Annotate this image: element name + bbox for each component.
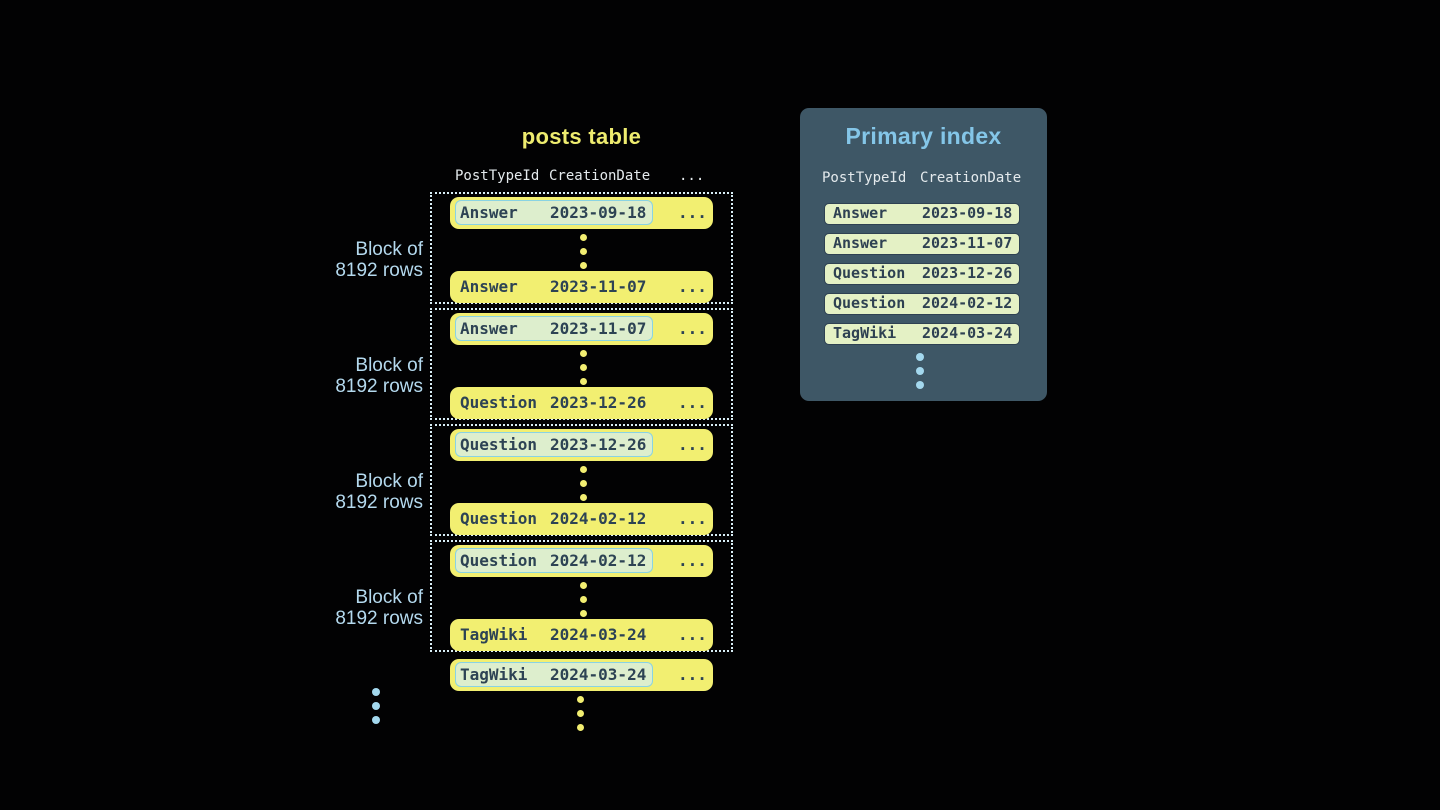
row-block-4: Question 2024-02-12 ... TagWiki 2024-03-… xyxy=(430,540,733,652)
table-row: Answer 2023-09-18 ... xyxy=(450,197,713,229)
block-label-line1: Block of xyxy=(355,587,423,608)
vertical-ellipsis-icon xyxy=(580,466,587,508)
entry-posttypeid: Answer xyxy=(833,234,888,252)
vertical-ellipsis-icon xyxy=(580,350,587,392)
row-posttypeid: Question xyxy=(460,551,538,570)
row-creationdate: 2023-11-07 xyxy=(550,319,647,338)
table-row: Answer 2023-11-07 ... xyxy=(450,271,713,303)
index-entry: Question 2023-12-26 xyxy=(824,263,1020,285)
indexed-row-highlight xyxy=(455,200,653,225)
row-posttypeid: Question xyxy=(460,435,538,454)
table-row: Answer 2023-11-07 ... xyxy=(450,313,713,345)
block-label-line1: Block of xyxy=(355,239,423,260)
table-row: TagWiki 2024-03-24 ... xyxy=(450,619,713,651)
entry-creationdate: 2023-11-07 xyxy=(922,234,1013,252)
row-posttypeid: Answer xyxy=(460,319,518,338)
entry-creationdate: 2023-09-18 xyxy=(922,204,1013,222)
table-row: Question 2023-12-26 ... xyxy=(450,429,713,461)
row-block-2: Answer 2023-11-07 ... Question 2023-12-2… xyxy=(430,308,733,420)
index-entry: Question 2024-02-12 xyxy=(824,293,1020,315)
row-creationdate: 2023-11-07 xyxy=(550,277,647,296)
block-label-line1: Block of xyxy=(355,355,423,376)
row-more-ellipsis: ... xyxy=(678,393,707,412)
block-label: Block of 8192 rows xyxy=(280,355,423,397)
row-more-ellipsis: ... xyxy=(678,435,707,454)
block-label: Block of 8192 rows xyxy=(280,471,423,513)
block-label: Block of 8192 rows xyxy=(280,239,423,281)
block-label-line2: 8192 rows xyxy=(335,260,423,281)
indexed-row-highlight xyxy=(455,316,653,341)
block-label: Block of 8192 rows xyxy=(280,587,423,629)
entry-posttypeid: Question xyxy=(833,264,906,282)
row-creationdate: 2024-03-24 xyxy=(550,625,647,644)
index-col-creationdate: CreationDate xyxy=(920,170,1022,186)
table-row: Question 2024-02-12 ... xyxy=(450,545,713,577)
block-label-line2: 8192 rows xyxy=(335,608,423,629)
indexed-row-highlight xyxy=(455,662,653,687)
row-posttypeid: TagWiki xyxy=(460,625,528,644)
vertical-ellipsis-icon xyxy=(916,353,924,395)
primary-index-title: Primary index xyxy=(845,123,1002,149)
indexed-row-highlight xyxy=(455,548,653,573)
table-row: Question 2024-02-12 ... xyxy=(450,503,713,535)
row-creationdate: 2023-09-18 xyxy=(550,203,647,222)
index-entry: Answer 2023-09-18 xyxy=(824,203,1020,225)
table-row: Question 2023-12-26 ... xyxy=(450,387,713,419)
row-posttypeid: Answer xyxy=(460,203,518,222)
index-entry: TagWiki 2024-03-24 xyxy=(824,323,1020,345)
row-creationdate: 2024-02-12 xyxy=(550,551,647,570)
row-more-ellipsis: ... xyxy=(678,319,707,338)
indexed-row-highlight xyxy=(455,432,653,457)
row-more-ellipsis: ... xyxy=(678,551,707,570)
row-more-ellipsis: ... xyxy=(678,625,707,644)
block-label-line1: Block of xyxy=(355,471,423,492)
row-more-ellipsis: ... xyxy=(678,203,707,222)
entry-creationdate: 2023-12-26 xyxy=(922,264,1013,282)
entry-posttypeid: Question xyxy=(833,294,906,312)
primary-index-panel: Primary index PostTypeId CreationDate An… xyxy=(800,108,1047,401)
row-posttypeid: Question xyxy=(460,509,538,528)
posts-col-posttypeid: PostTypeId xyxy=(455,168,540,184)
row-more-ellipsis: ... xyxy=(678,277,707,296)
row-creationdate: 2023-12-26 xyxy=(550,435,647,454)
table-row: TagWiki 2024-03-24 ... xyxy=(450,659,713,691)
block-label-line2: 8192 rows xyxy=(335,376,423,397)
vertical-ellipsis-icon xyxy=(580,234,587,276)
entry-creationdate: 2024-02-12 xyxy=(922,294,1013,312)
row-more-ellipsis: ... xyxy=(678,509,707,528)
row-block-3: Question 2023-12-26 ... Question 2024-02… xyxy=(430,424,733,536)
row-posttypeid: Answer xyxy=(460,277,518,296)
index-entry: Answer 2023-11-07 xyxy=(824,233,1020,255)
entry-creationdate: 2024-03-24 xyxy=(922,324,1013,342)
row-creationdate: 2023-12-26 xyxy=(550,393,647,412)
entry-posttypeid: TagWiki xyxy=(833,324,897,342)
vertical-ellipsis-icon xyxy=(577,696,584,738)
row-creationdate: 2024-03-24 xyxy=(550,665,647,684)
row-creationdate: 2024-02-12 xyxy=(550,509,647,528)
vertical-ellipsis-icon xyxy=(580,582,587,624)
row-more-ellipsis: ... xyxy=(678,665,707,684)
entry-posttypeid: Answer xyxy=(833,204,888,222)
posts-col-creationdate: CreationDate xyxy=(549,168,651,184)
block-label-line2: 8192 rows xyxy=(335,492,423,513)
posts-col-ellipsis: ... xyxy=(679,168,705,184)
posts-table-title: posts table xyxy=(521,124,642,149)
index-col-posttypeid: PostTypeId xyxy=(822,170,907,186)
row-posttypeid: Question xyxy=(460,393,538,412)
row-block-1: Answer 2023-09-18 ... Answer 2023-11-07 … xyxy=(430,192,733,304)
row-posttypeid: TagWiki xyxy=(460,665,528,684)
vertical-ellipsis-icon xyxy=(372,688,380,730)
